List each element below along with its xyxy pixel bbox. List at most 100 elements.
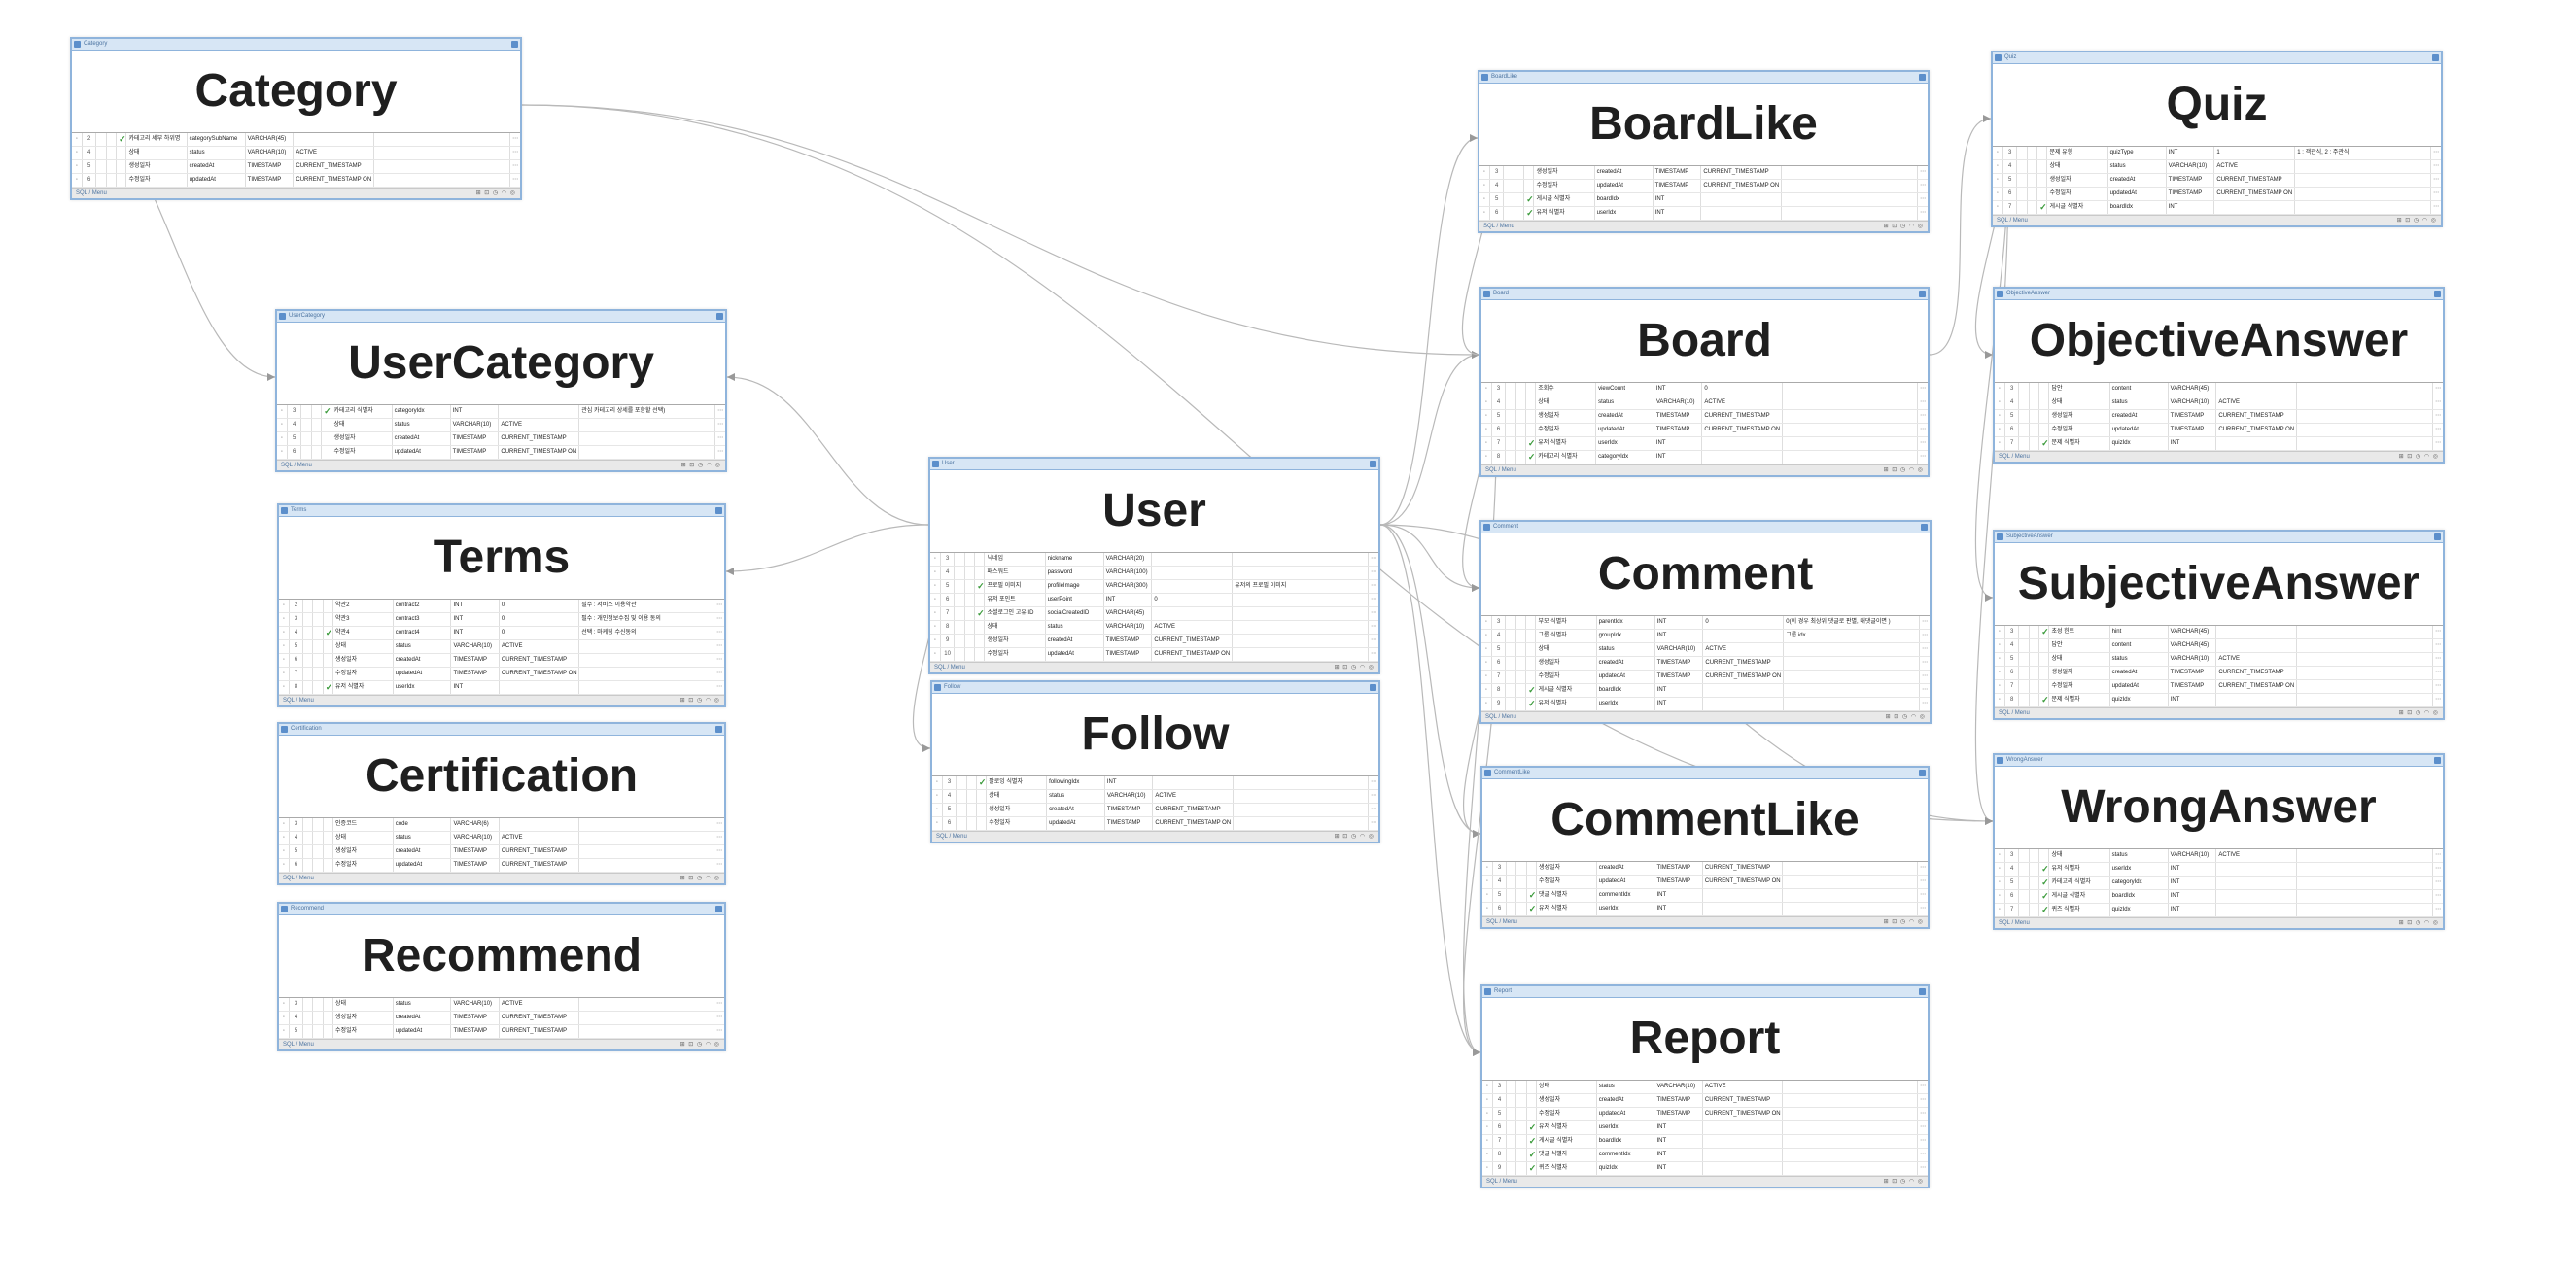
column-note[interactable]	[1232, 620, 1370, 635]
nn-checkbox[interactable]	[106, 159, 118, 174]
column-default[interactable]	[1702, 888, 1784, 903]
nn-checkbox[interactable]	[1514, 192, 1525, 207]
nn-checkbox[interactable]	[312, 858, 324, 873]
column-name[interactable]: userIdx	[1596, 697, 1655, 711]
column-number[interactable]: 10	[940, 647, 956, 662]
column-comment[interactable]: 상태	[984, 620, 1046, 635]
column-type[interactable]: TIMESTAMP	[1103, 647, 1153, 662]
fk-checkbox[interactable]	[323, 844, 334, 859]
column-comment[interactable]: 수정일자	[332, 858, 394, 873]
table-header-bar[interactable]: Quiz	[1993, 52, 2441, 64]
column-type[interactable]: TIMESTAMP	[1654, 1093, 1703, 1108]
column-name[interactable]: updatedAt	[1595, 423, 1654, 437]
column-type[interactable]: INT	[2166, 200, 2215, 215]
table-header-bar[interactable]: ObjectiveAnswer	[1995, 289, 2443, 300]
pk-checkbox[interactable]	[1505, 642, 1516, 657]
row-menu-icon[interactable]: ⋯	[2432, 903, 2443, 917]
row-handle[interactable]: ◦	[279, 831, 290, 845]
column-note[interactable]	[1782, 1093, 1919, 1108]
row-menu-icon[interactable]: ⋯	[2430, 147, 2441, 160]
fk-checkbox[interactable]: ✓	[323, 626, 334, 640]
column-default[interactable]: CURRENT_TIMESTAMP	[293, 159, 375, 174]
fk-checkbox[interactable]: ✓	[2038, 862, 2050, 877]
row-handle[interactable]: ◦	[1481, 436, 1492, 451]
table-header-bar[interactable]: UserCategory	[277, 311, 725, 323]
nn-checkbox[interactable]	[2029, 396, 2040, 410]
column-default[interactable]: CURRENT_TIMESTAMP	[499, 844, 580, 859]
column-default[interactable]	[2215, 626, 2298, 639]
column-default[interactable]	[1151, 566, 1234, 580]
pk-checkbox[interactable]	[2018, 626, 2030, 639]
table-footer[interactable]: SQL / Menu⊞ ⊡ ◷ ◠ ◎	[72, 188, 520, 198]
column-comment[interactable]: 생성일자	[1533, 166, 1595, 180]
close-icon[interactable]	[715, 906, 722, 912]
row-menu-icon[interactable]: ⋯	[1917, 409, 1928, 424]
column-comment[interactable]: 유저 식별자	[2048, 862, 2110, 877]
column-number[interactable]: 3	[1492, 1081, 1508, 1094]
nn-checkbox[interactable]	[2029, 862, 2040, 877]
fk-checkbox[interactable]: ✓	[2038, 876, 2050, 890]
nn-checkbox[interactable]	[1514, 179, 1525, 193]
row-handle[interactable]: ◦	[279, 680, 290, 695]
row-handle[interactable]: ◦	[279, 653, 290, 668]
column-name[interactable]: updatedAt	[2109, 423, 2169, 437]
column-number[interactable]: 3	[2004, 849, 2020, 863]
fk-checkbox[interactable]	[974, 634, 986, 648]
row-menu-icon[interactable]: ⋯	[714, 431, 725, 446]
column-type[interactable]: INT	[1654, 1148, 1703, 1162]
column-comment[interactable]: 상태	[1535, 396, 1597, 410]
column-number[interactable]: 7	[1492, 1134, 1508, 1149]
nn-checkbox[interactable]	[2029, 436, 2040, 451]
column-number[interactable]: 5	[289, 1024, 304, 1039]
column-type[interactable]: TIMESTAMP	[450, 844, 500, 859]
row-menu-icon[interactable]: ⋯	[714, 1024, 724, 1039]
column-type[interactable]: INT	[450, 626, 500, 640]
column-type[interactable]: VARCHAR(6)	[450, 818, 500, 832]
pk-checkbox[interactable]	[95, 173, 107, 188]
column-number[interactable]: 5	[2002, 173, 2018, 188]
row-menu-icon[interactable]: ⋯	[1919, 629, 1930, 643]
column-comment[interactable]: 프로필 이미지	[984, 579, 1046, 594]
column-note[interactable]	[2296, 638, 2434, 653]
column-type[interactable]: TIMESTAMP	[1654, 1107, 1703, 1121]
row-handle[interactable]: ◦	[1479, 206, 1490, 221]
column-type[interactable]: VARCHAR(45)	[1103, 606, 1153, 621]
fk-checkbox[interactable]: ✓	[1526, 1148, 1538, 1162]
column-type[interactable]: TIMESTAMP	[2168, 409, 2217, 424]
fk-checkbox[interactable]: ✓	[1526, 1120, 1538, 1135]
nn-checkbox[interactable]	[312, 639, 324, 654]
fk-checkbox[interactable]	[976, 803, 988, 817]
column-comment[interactable]: 생성일자	[984, 634, 1046, 648]
column-comment[interactable]: 문제 유형	[2046, 147, 2108, 160]
row-menu-icon[interactable]: ⋯	[2432, 666, 2443, 680]
fk-checkbox[interactable]	[1523, 166, 1535, 180]
row-menu-icon[interactable]: ⋯	[714, 680, 724, 695]
row-handle[interactable]: ◦	[279, 818, 290, 832]
nn-checkbox[interactable]	[966, 776, 977, 790]
row-menu-icon[interactable]: ⋯	[714, 831, 724, 845]
row-menu-icon[interactable]: ⋯	[1917, 192, 1928, 207]
nn-checkbox[interactable]	[1515, 1134, 1527, 1149]
column-note[interactable]	[578, 639, 715, 654]
pk-checkbox[interactable]	[956, 789, 967, 804]
column-default[interactable]: ACTIVE	[2215, 652, 2298, 667]
row-menu-icon[interactable]: ⋯	[1917, 902, 1928, 916]
column-number[interactable]: 8	[940, 620, 956, 635]
column-comment[interactable]: 생성일자	[2046, 173, 2108, 188]
column-name[interactable]: createdAt	[2107, 173, 2167, 188]
nn-checkbox[interactable]	[312, 844, 324, 859]
column-comment[interactable]: 수정일자	[1533, 179, 1595, 193]
row-handle[interactable]: ◦	[1481, 656, 1492, 671]
column-comment[interactable]: 카테고리 식별자	[1535, 450, 1597, 464]
row-handle[interactable]: ◦	[1993, 173, 2003, 188]
sql-menu-link[interactable]: SQL / Menu	[934, 665, 965, 671]
fk-checkbox[interactable]	[974, 647, 986, 662]
